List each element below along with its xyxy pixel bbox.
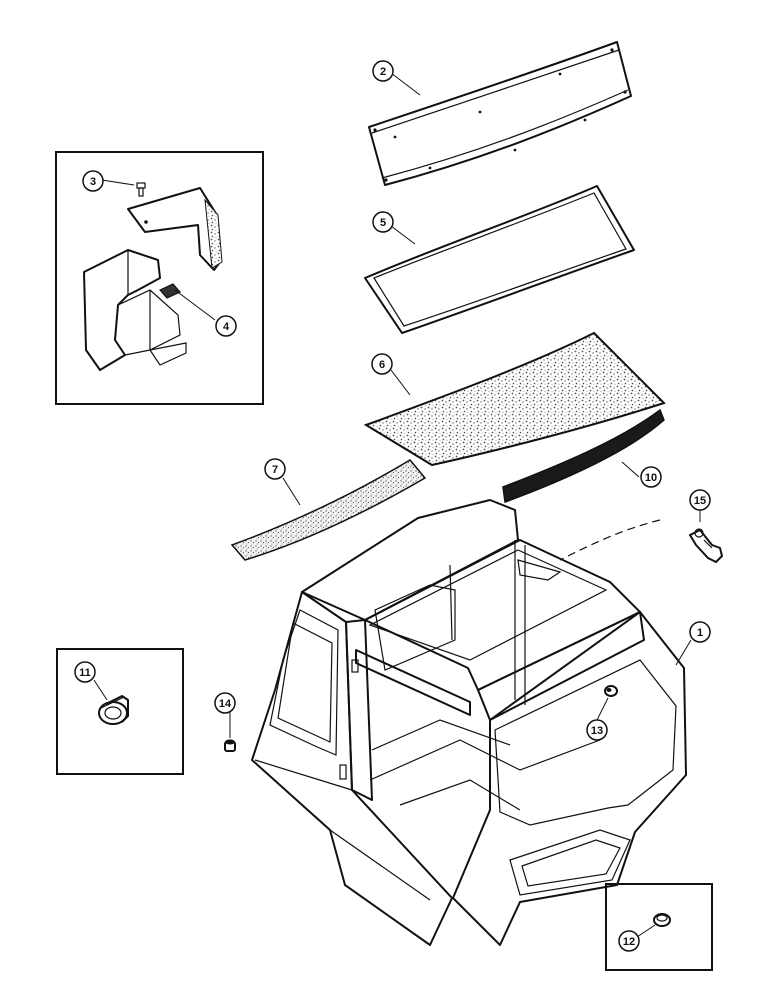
callout-13-label: 13 xyxy=(591,725,603,737)
callout-5-label: 5 xyxy=(380,217,386,229)
callouts: 2 3 5 4 6 7 10 15 1 11 14 13 12 xyxy=(74,60,711,952)
callout-4-label: 4 xyxy=(223,321,230,333)
callout-7: 7 xyxy=(264,458,286,480)
plug-14 xyxy=(224,739,236,752)
cab-frame xyxy=(251,499,687,946)
callout-15: 15 xyxy=(689,489,711,511)
inset-detail-12 xyxy=(605,883,713,971)
callout-11: 11 xyxy=(74,661,96,683)
cap-11 xyxy=(98,695,129,725)
callout-14-label: 14 xyxy=(219,698,232,710)
callout-10-label: 10 xyxy=(645,472,657,484)
callout-14: 14 xyxy=(214,692,236,714)
fitting-15 xyxy=(559,519,723,563)
callout-3: 3 xyxy=(82,170,104,192)
callout-1-label: 1 xyxy=(697,627,703,639)
callout-1: 1 xyxy=(689,621,711,643)
callout-6-label: 6 xyxy=(379,359,385,371)
callout-4: 4 xyxy=(215,315,237,337)
callout-15-label: 15 xyxy=(694,495,706,507)
callout-12-label: 12 xyxy=(623,936,635,948)
side-insulation-strip xyxy=(230,459,427,561)
inset-detail-11 xyxy=(56,648,184,775)
roof-panel xyxy=(368,41,632,186)
callout-12: 12 xyxy=(618,930,640,952)
roof-insulation xyxy=(363,331,666,467)
callout-3-label: 3 xyxy=(90,176,96,188)
callout-11-label: 11 xyxy=(79,667,91,679)
callout-10: 10 xyxy=(640,466,662,488)
callout-13: 13 xyxy=(586,719,608,741)
seal-strip xyxy=(502,408,665,504)
plug-13 xyxy=(604,685,618,697)
callout-2: 2 xyxy=(372,60,394,82)
bolt-3 xyxy=(136,182,146,197)
callout-2-label: 2 xyxy=(380,66,386,78)
callout-5: 5 xyxy=(372,211,394,233)
callout-7-label: 7 xyxy=(272,464,278,476)
plug-12 xyxy=(653,913,671,927)
leader-lines xyxy=(229,72,701,738)
callout-6: 6 xyxy=(371,353,393,375)
roof-gasket xyxy=(364,185,635,334)
inset-detail-3-4 xyxy=(55,151,264,405)
